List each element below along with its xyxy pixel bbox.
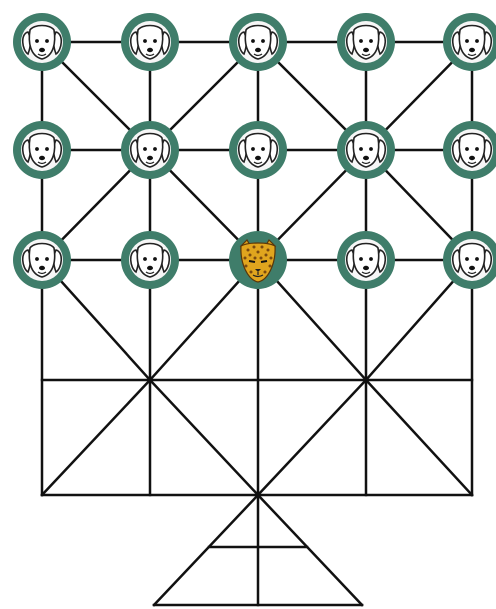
dog-eye [45, 39, 49, 43]
dog-piece[interactable] [337, 231, 395, 289]
dog-nose [147, 156, 153, 160]
dog-nose [469, 48, 475, 52]
leopard-spot [270, 257, 273, 260]
dog-head [137, 134, 162, 168]
dog-eye [45, 257, 49, 261]
dog-eye [153, 147, 157, 151]
leopard-spot [254, 257, 257, 260]
leopard-spot [249, 254, 252, 257]
dog-nose [469, 266, 475, 270]
leopard-spot [260, 257, 263, 260]
dog-eye [35, 39, 39, 43]
dog-head [245, 26, 270, 60]
dog-nose [363, 266, 369, 270]
dog-eye [261, 39, 265, 43]
dog-head [245, 134, 270, 168]
dog-eye [261, 147, 265, 151]
dog-head [137, 26, 162, 60]
dog-eye [143, 257, 147, 261]
board-line-24 [258, 380, 366, 495]
dog-eye [143, 39, 147, 43]
dog-eye [369, 147, 373, 151]
dog-eye [475, 39, 479, 43]
dog-piece[interactable] [13, 231, 71, 289]
dog-nose [147, 266, 153, 270]
board-line-25 [366, 380, 472, 495]
dog-nose [255, 156, 261, 160]
dog-piece[interactable] [121, 13, 179, 71]
dog-eye [475, 257, 479, 261]
leopard-eye [261, 261, 267, 262]
dog-piece[interactable] [121, 231, 179, 289]
dog-nose [363, 156, 369, 160]
dog-eye [359, 147, 363, 151]
board-line-23 [150, 380, 258, 495]
leopard-spot [264, 271, 267, 274]
leopard-spot [253, 246, 256, 249]
leopard-eye [249, 261, 255, 262]
dog-head [29, 134, 54, 168]
dog-eye [465, 147, 469, 151]
leopard-piece[interactable] [229, 231, 287, 289]
dog-head [459, 134, 484, 168]
dog-eye [369, 39, 373, 43]
dog-head [29, 244, 54, 278]
board-line-27 [258, 495, 362, 605]
leopard-spot [261, 246, 264, 249]
dog-head [137, 244, 162, 278]
dog-nose [469, 156, 475, 160]
dog-piece[interactable] [443, 121, 496, 179]
leopard-spot [244, 257, 247, 260]
dog-head [353, 244, 378, 278]
leopard-spot [247, 249, 250, 252]
dog-eye [251, 147, 255, 151]
board-line-26 [154, 495, 258, 605]
dog-eye [153, 39, 157, 43]
board-line-22 [42, 380, 150, 495]
dog-nose [363, 48, 369, 52]
leopard-spot [250, 271, 253, 274]
dog-eye [153, 257, 157, 261]
leopard-spot [245, 265, 248, 268]
dog-nose [39, 48, 45, 52]
dog-eye [359, 257, 363, 261]
leopard-spot [257, 251, 260, 254]
dog-nose [39, 266, 45, 270]
dog-head [459, 26, 484, 60]
dog-head [29, 26, 54, 60]
dog-eye [143, 147, 147, 151]
leopard-spot [265, 254, 268, 257]
dog-piece[interactable] [229, 13, 287, 71]
dog-nose [255, 48, 261, 52]
dog-head [353, 134, 378, 168]
dog-piece[interactable] [13, 121, 71, 179]
dog-nose [147, 48, 153, 52]
dog-piece[interactable] [13, 13, 71, 71]
dog-head [459, 244, 484, 278]
dog-piece[interactable] [337, 121, 395, 179]
leopard-spot [267, 249, 270, 252]
dog-eye [251, 39, 255, 43]
dog-piece[interactable] [337, 13, 395, 71]
dog-nose [39, 156, 45, 160]
leopard-spot [269, 265, 272, 268]
dog-eye [35, 147, 39, 151]
dog-eye [369, 257, 373, 261]
dog-head [353, 26, 378, 60]
dog-eye [35, 257, 39, 261]
dog-eye [465, 257, 469, 261]
dog-eye [359, 39, 363, 43]
dog-piece[interactable] [229, 121, 287, 179]
dog-eye [465, 39, 469, 43]
dog-piece[interactable] [121, 121, 179, 179]
dog-eye [475, 147, 479, 151]
dog-eye [45, 147, 49, 151]
